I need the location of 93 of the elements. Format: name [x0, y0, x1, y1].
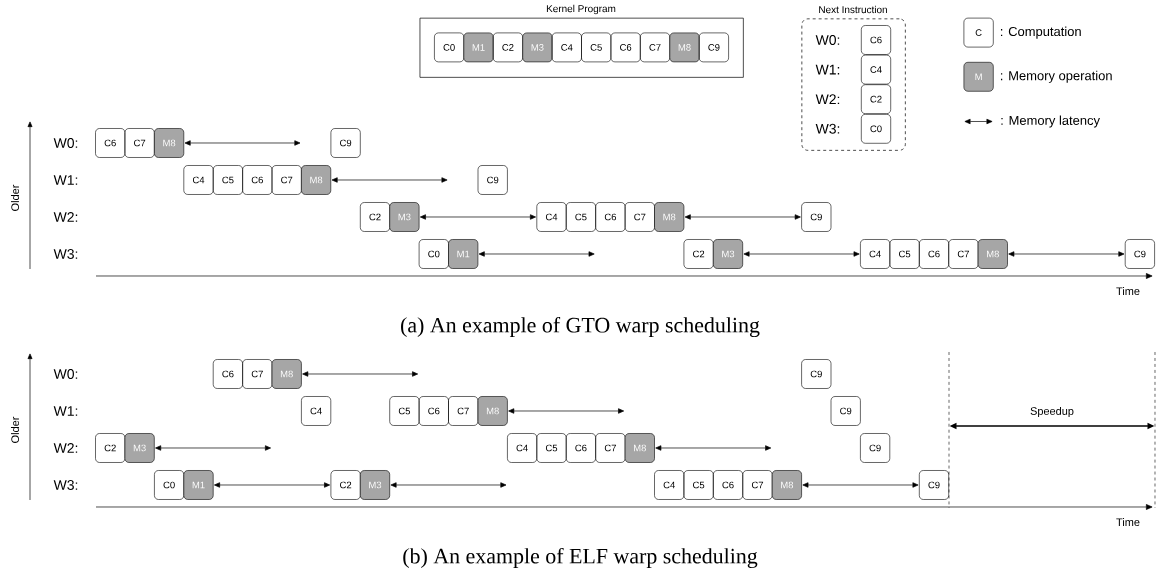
instruction-box: C9	[860, 433, 891, 463]
instruction-box: C6	[610, 32, 641, 63]
latency-arrow	[478, 251, 595, 257]
instruction-box: C6	[95, 128, 126, 158]
latency-arrow	[802, 482, 919, 488]
instruction-box: M8	[654, 202, 685, 232]
instruction-box: M8	[154, 128, 185, 158]
instruction-box: M8	[271, 359, 302, 389]
instruction-box: C4	[860, 239, 891, 269]
latency-arrow	[419, 214, 536, 220]
warp-label: W1:	[53, 406, 78, 416]
instruction-box: C2	[330, 470, 361, 500]
instruction-box: C6	[919, 239, 949, 269]
instruction-box: M8	[624, 433, 655, 463]
caption: (b) An example of ELF warp scheduling	[403, 547, 758, 569]
latency-arrow	[743, 251, 860, 257]
latency-arrow	[331, 177, 448, 183]
instruction-box: M8	[771, 470, 802, 500]
axis-label: Older	[11, 184, 20, 211]
instruction-box: C0	[861, 114, 891, 144]
instruction-box: C4	[861, 54, 891, 85]
instruction-box: C7	[742, 470, 773, 500]
instruction-box: M1	[183, 470, 214, 500]
instruction-box: C6	[713, 470, 743, 500]
instruction-box: C5	[581, 32, 612, 63]
latency-arrow	[184, 140, 301, 146]
instruction-box: C5	[212, 165, 243, 195]
instruction-box: M1	[463, 32, 494, 63]
instruction-box: C9	[330, 128, 361, 158]
axis-label: Time	[1116, 286, 1140, 295]
warp-label: W2:	[53, 212, 78, 222]
instruction-box: C5	[889, 239, 920, 269]
instruction-box: C5	[683, 470, 714, 500]
instruction-box: C9	[698, 32, 729, 63]
instruction-box: C6	[595, 202, 626, 232]
instruction-box: M3	[124, 433, 155, 463]
node-label: Next Instruction	[819, 5, 887, 14]
legend-text: : Computation	[1001, 26, 1081, 39]
instruction-box: M3	[389, 202, 420, 232]
instruction-box: C9	[830, 396, 861, 426]
latency-arrow	[302, 371, 419, 377]
instruction-box: C9	[919, 470, 949, 500]
legend-text: : Memory latency	[1001, 115, 1100, 128]
latency-arrow	[214, 482, 331, 488]
instruction-box: C7	[124, 128, 155, 158]
warp-label: W3:	[53, 249, 78, 259]
instruction-box: C2	[861, 84, 891, 114]
instruction-box: M8	[477, 396, 508, 426]
node-label: Kernel Program	[546, 4, 616, 15]
instruction-box: C4	[301, 396, 332, 426]
instruction-box: M8	[301, 165, 332, 195]
instruction-box: M3	[360, 470, 390, 500]
instruction-box: C9	[801, 202, 832, 232]
latency-arrow	[1008, 251, 1125, 257]
instruction-box: M1	[448, 239, 479, 269]
warp-label: W3:	[53, 480, 78, 490]
instruction-box: C6	[861, 25, 891, 55]
instruction-box: C6	[242, 165, 273, 195]
instruction-box: M	[963, 62, 994, 92]
axis-label: Time	[1116, 517, 1140, 526]
instruction-box: C5	[536, 433, 567, 463]
warp-label: W0:	[53, 138, 78, 148]
instruction-box: M3	[713, 239, 743, 269]
instruction-box: C9	[801, 359, 832, 389]
caption: (a) An example of GTO warp scheduling	[401, 316, 760, 338]
axis-label: Older	[11, 416, 20, 443]
instruction-box: C6	[565, 433, 596, 463]
legend-text: : Memory operation	[1001, 70, 1112, 83]
latency-arrow	[155, 445, 271, 451]
instruction-box: C6	[212, 359, 243, 389]
speedup-label: Speedup	[1030, 406, 1074, 418]
instruction-box: C5	[565, 202, 596, 232]
latency-arrow	[684, 214, 801, 220]
instruction-box: C9	[477, 165, 508, 195]
instruction-box: C4	[507, 433, 538, 463]
instruction-box: C4	[551, 32, 582, 63]
warp-label: W0:	[53, 369, 78, 379]
instruction-box: C4	[654, 470, 685, 500]
instruction-box: C4	[183, 165, 214, 195]
latency-arrow	[508, 408, 625, 414]
warp-label: W2:	[53, 443, 78, 453]
instruction-box: C6	[418, 396, 449, 426]
instruction-box: M8	[669, 32, 700, 63]
instruction-box: C9	[1124, 239, 1155, 269]
instruction-box: C4	[536, 202, 567, 232]
instruction-box: C2	[683, 239, 714, 269]
instruction-box: C	[963, 17, 994, 48]
instruction-box: C5	[389, 396, 420, 426]
latency-arrow	[655, 445, 772, 451]
instruction-box: M8	[977, 239, 1008, 269]
latency-arrow	[390, 482, 507, 488]
warp-label: W1:	[53, 175, 78, 185]
instruction-box: M3	[522, 32, 553, 63]
